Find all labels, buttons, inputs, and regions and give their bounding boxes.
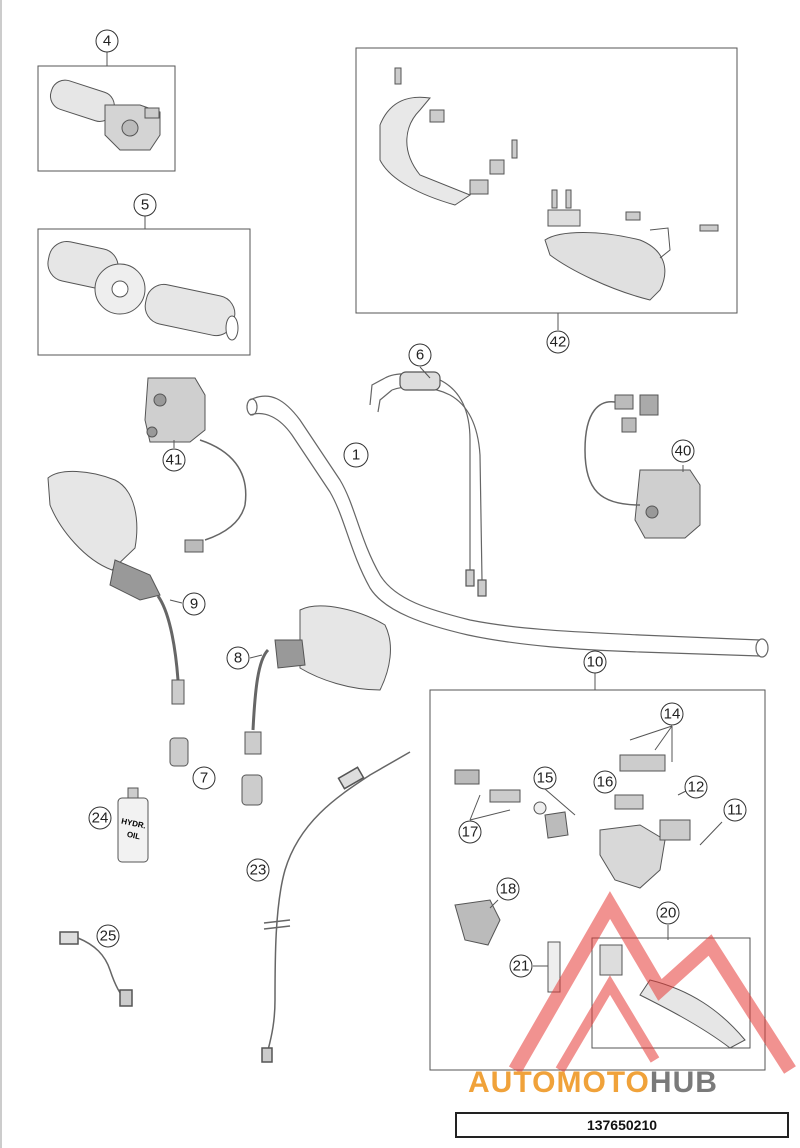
svg-text:11: 11 [727,802,743,819]
handlebar [246,395,769,658]
svg-text:5: 5 [141,197,149,214]
svg-text:25: 25 [100,928,117,945]
svg-text:14: 14 [664,706,681,723]
brake-sensor-icon [59,931,133,1007]
svg-text:24: 24 [92,810,109,827]
callout-41: 41 [162,448,186,472]
svg-text:42: 42 [550,334,567,351]
leader-lines [106,52,723,967]
callout-6: 6 [408,343,432,367]
svg-text:15: 15 [537,770,554,787]
svg-text:6: 6 [416,347,424,364]
box-brake-lever-set [591,937,751,1049]
handguards-icon [379,67,719,301]
svg-text:9: 9 [190,596,198,613]
callout-11: 11 [723,798,747,822]
left-mirror-icon [47,470,189,767]
callout-12: 12 [684,775,708,799]
callout-5: 5 [133,193,157,217]
svg-text:8: 8 [234,650,242,667]
svg-text:20: 20 [660,905,677,922]
callout-40: 40 [671,439,695,463]
callout-42: 42 [546,330,570,354]
logo-text-automoto: AUTOMOTO [468,1066,650,1099]
master-cylinder-parts-icon [454,754,746,1049]
callout-10: 10 [583,650,607,674]
bottle-label-line2: OIL [126,830,141,842]
right-mirror-icon [241,605,391,806]
clutch-cable-icon [261,751,411,1063]
svg-text:18: 18 [500,881,517,898]
callout-7: 7 [192,766,216,790]
callout-8: 8 [226,646,250,670]
callout-25: 25 [96,924,120,948]
callout-9: 9 [182,592,206,616]
svg-text:1: 1 [352,447,360,464]
logo-text-hub: HUB [649,1066,718,1099]
callout-24: 24 [88,806,112,830]
box-handguard-kit [355,47,738,314]
svg-text:21: 21 [513,958,530,975]
callout-18: 18 [496,877,520,901]
svg-text:16: 16 [597,774,614,791]
svg-text:4: 4 [103,33,111,50]
right-switch-icon [584,394,701,539]
callout-23: 23 [246,858,270,882]
callout-14: 14 [660,702,684,726]
callout-1: 1 [343,442,369,468]
callout-15: 15 [533,766,557,790]
hydraulic-oil-bottle-icon [117,787,149,863]
svg-text:41: 41 [166,452,183,469]
box-grip-set [37,228,251,356]
callout-4: 4 [95,29,119,53]
svg-text:12: 12 [688,779,705,796]
left-switch-icon [144,377,247,553]
svg-text:40: 40 [675,443,692,460]
grip-set-icon [47,241,239,341]
svg-text:23: 23 [250,862,267,879]
throttle-cables [369,371,487,597]
callout-20: 20 [656,901,680,925]
svg-text:7: 7 [200,770,208,787]
callout-21: 21 [509,954,533,978]
box-brake-master-cylinder [429,689,766,1071]
svg-text:10: 10 [587,654,604,671]
automotohub-logo: AUTOMOTOHUB [468,1066,718,1100]
watermark-triangle-icon [508,891,796,1074]
callout-16: 16 [593,770,617,794]
part-code-label: 137650210 [455,1112,789,1138]
callout-17: 17 [458,820,482,844]
svg-text:17: 17 [462,824,479,841]
throttle-grip-icon [49,79,161,151]
